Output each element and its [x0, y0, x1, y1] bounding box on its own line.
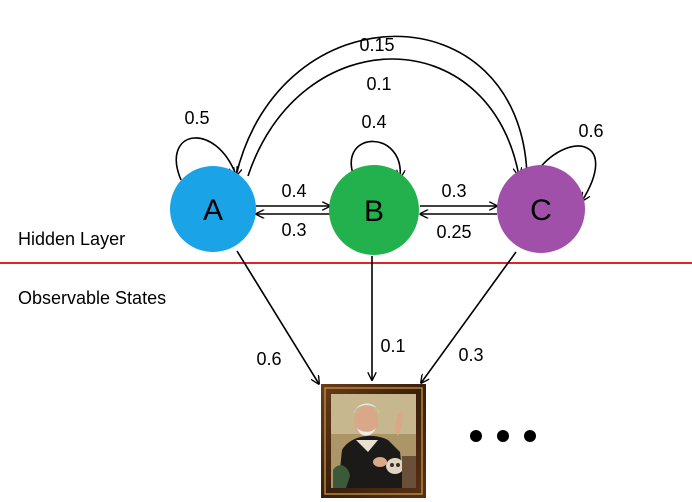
state-a-label: A: [203, 194, 223, 227]
label-c-to-b: 0.25: [436, 222, 471, 242]
emission-c: [421, 251, 517, 383]
ellipsis-dots-icon: [470, 430, 536, 442]
label-emission-b: 0.1: [380, 336, 405, 356]
label-a-to-c: 0.1: [366, 74, 391, 94]
state-c-label: C: [530, 194, 552, 227]
observable-states-label: Observable States: [18, 288, 166, 308]
self-loop-a: [175, 137, 236, 181]
label-self-c: 0.6: [578, 121, 603, 141]
label-emission-a: 0.6: [256, 349, 281, 369]
label-self-a: 0.5: [184, 108, 209, 128]
label-b-to-a: 0.3: [281, 220, 306, 240]
emission-a: [236, 250, 319, 384]
self-loop-b: [350, 140, 400, 178]
state-b-node: [329, 165, 419, 255]
state-a-node: [170, 166, 256, 252]
hidden-layer-label: Hidden Layer: [18, 229, 125, 249]
state-c-node: [497, 165, 585, 253]
label-c-to-a: 0.15: [359, 35, 394, 55]
self-loop-c: [537, 145, 597, 201]
label-b-to-c: 0.3: [441, 181, 466, 201]
arc-c-to-a: [236, 35, 528, 176]
arc-a-to-c: [247, 58, 519, 176]
label-a-to-b: 0.4: [281, 181, 306, 201]
framed-portrait-painting-icon: [321, 384, 426, 498]
state-b-label: B: [364, 195, 384, 228]
label-self-b: 0.4: [361, 112, 386, 132]
label-emission-c: 0.3: [458, 345, 483, 365]
